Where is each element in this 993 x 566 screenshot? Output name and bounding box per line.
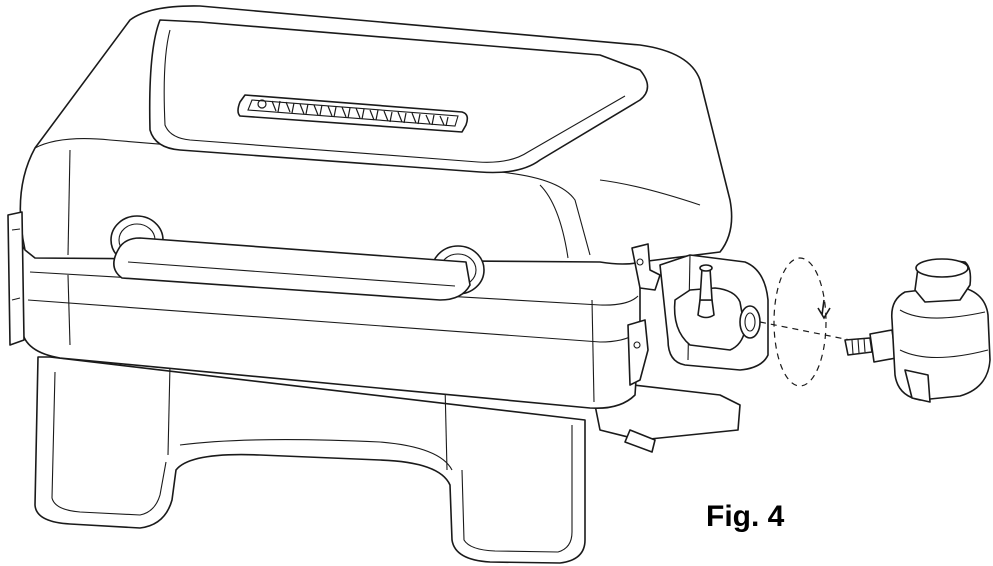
brand-nameplate-logo <box>237 94 469 133</box>
rotation-indicator <box>759 257 851 387</box>
valve-housing <box>659 254 769 371</box>
grill-body <box>19 244 641 410</box>
grill-lid <box>19 5 733 265</box>
grill-base <box>34 356 586 564</box>
lid-handle <box>110 215 485 301</box>
figure-label: Fig. 4 <box>706 500 785 533</box>
gas-regulator <box>844 258 991 403</box>
right-side-latches <box>627 243 661 386</box>
left-side-latch <box>7 211 25 346</box>
